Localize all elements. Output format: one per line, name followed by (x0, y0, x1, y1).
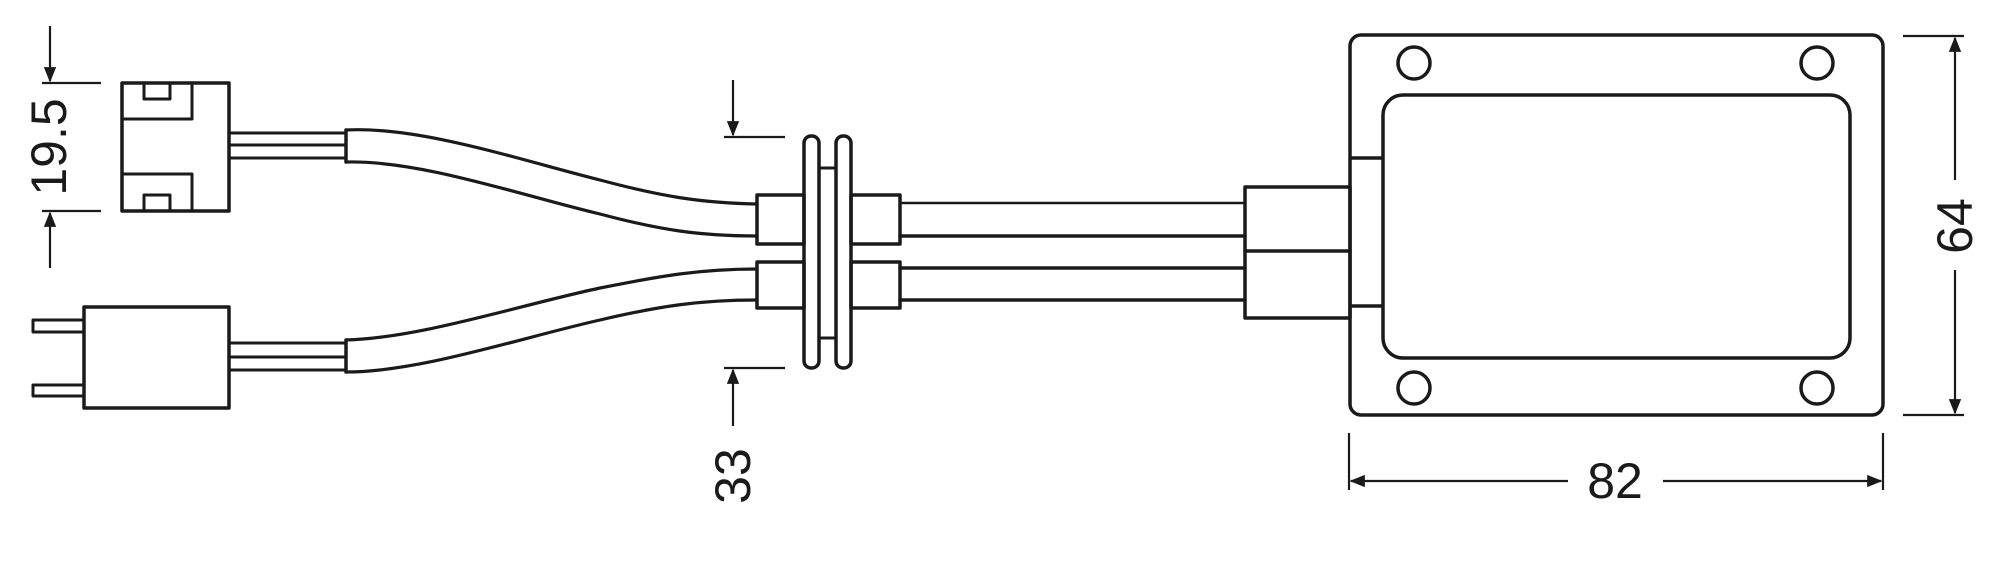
dimension-grommet-height: 33 (705, 80, 785, 504)
mounting-hole-icon (1396, 45, 1432, 81)
box-outer-plate (1348, 33, 1885, 417)
dimension-connector-height: 19.5 (21, 26, 101, 268)
mounting-hole-icon (1799, 370, 1835, 406)
dimension-box-height: 64 (1903, 34, 1983, 417)
mounting-hole-icon (1799, 45, 1835, 81)
dimension-label-64: 64 (1927, 198, 1983, 254)
grommet (755, 134, 902, 370)
lower-cable (344, 267, 759, 374)
pin-upper (31, 318, 86, 334)
dimension-label-33: 33 (705, 448, 761, 504)
dimension-label-19-5: 19.5 (21, 98, 77, 195)
plug-connector (31, 305, 348, 410)
box-inner-housing (1381, 93, 1852, 360)
dimension-box-width: 82 (1347, 433, 1885, 509)
dimension-label-82: 82 (1587, 453, 1643, 509)
upper-cable (344, 128, 759, 238)
socket-connector (120, 81, 348, 213)
grommet-flange-right (834, 134, 853, 370)
control-box (1243, 33, 1885, 417)
mounting-hole-icon (1396, 370, 1432, 406)
pin-lower (31, 383, 86, 398)
box-cables (898, 201, 1247, 302)
grommet-flange-left (802, 134, 821, 370)
